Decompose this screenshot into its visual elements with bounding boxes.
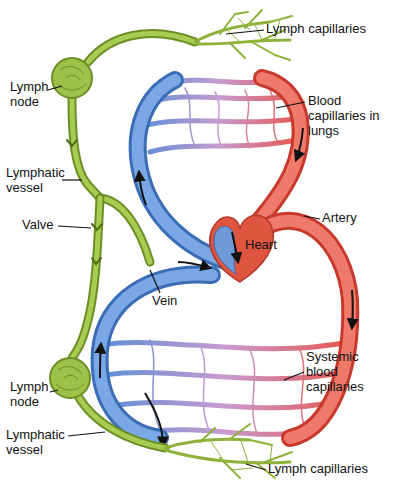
capillary	[300, 350, 305, 428]
lymph-nodes	[50, 58, 92, 398]
capillary	[150, 340, 160, 430]
leader-line	[246, 464, 266, 470]
valve	[67, 140, 77, 146]
capillary	[150, 96, 292, 102]
leader-lines	[48, 30, 320, 470]
part-label: Vein	[152, 294, 192, 309]
part-label: Systemic blood capillaries	[306, 350, 384, 395]
capillary	[143, 118, 301, 126]
leader-line	[48, 86, 62, 90]
flow-arrows	[100, 128, 353, 446]
lymph-vessel-outline	[100, 198, 150, 262]
leader-line	[304, 216, 320, 219]
lymph-vessel-outline	[72, 198, 100, 358]
leader-line	[50, 390, 58, 392]
lymph-vessel	[78, 396, 165, 448]
part-label: Artery	[322, 211, 382, 226]
artery-outline	[258, 78, 301, 222]
systemic-vessels	[100, 221, 351, 438]
artery-outline	[258, 221, 350, 438]
lymph-node-texture	[56, 367, 84, 390]
capillary	[103, 342, 349, 349]
lymph-vessel-outline	[88, 34, 195, 62]
capillary	[150, 430, 300, 435]
lymph-node-texture	[58, 67, 86, 90]
part-label: Lymphatic vessel	[6, 428, 76, 458]
flow-arrow	[139, 172, 146, 205]
lymph-capillary	[210, 438, 272, 470]
leader-line	[68, 432, 105, 436]
part-label: Valve	[22, 218, 72, 233]
part-label: Blood capillaries in lungs	[308, 94, 388, 139]
flow-arrow	[296, 128, 303, 160]
flow-arrow	[145, 393, 163, 446]
lymph-node-shape	[52, 58, 92, 98]
lymph-vessel-outline	[78, 396, 165, 448]
leader-line	[62, 179, 82, 180]
capillary	[270, 90, 278, 143]
capillary	[150, 140, 297, 152]
lymph-capillary	[198, 40, 290, 44]
lymph-vessel	[100, 198, 150, 262]
part-label: Heart	[245, 238, 285, 253]
lymph-vessel	[72, 198, 100, 358]
capillary	[200, 345, 210, 432]
capillary	[185, 88, 195, 146]
leader-line	[284, 372, 304, 380]
leader-line	[276, 102, 305, 108]
capillary	[245, 90, 250, 148]
flow-arrow	[351, 290, 354, 328]
lymph-vessel	[72, 98, 100, 198]
leader-line	[58, 226, 91, 228]
lymph-system	[67, 10, 292, 478]
part-label: Lymphatic vessel	[6, 166, 76, 196]
capillary	[215, 92, 222, 148]
flow-arrow	[100, 344, 101, 378]
part-label: Lymph capillaries	[268, 462, 408, 477]
part-label: Lymph capillaries	[266, 22, 406, 37]
lymph-node-shape	[50, 358, 90, 398]
part-label: Lymph node	[10, 80, 54, 110]
flow-arrow	[178, 262, 210, 268]
valve	[92, 224, 102, 230]
leader-line	[226, 30, 264, 34]
capillary	[250, 350, 258, 436]
lymph-vessel	[88, 34, 195, 62]
lymph-capillary	[165, 439, 250, 448]
leader-line	[150, 270, 160, 293]
artery	[258, 78, 301, 222]
flow-arrow	[232, 232, 238, 262]
artery	[258, 221, 350, 438]
valve	[92, 258, 101, 264]
part-label: Lymph node	[10, 380, 54, 410]
lymph-vessel-outline	[72, 98, 100, 198]
